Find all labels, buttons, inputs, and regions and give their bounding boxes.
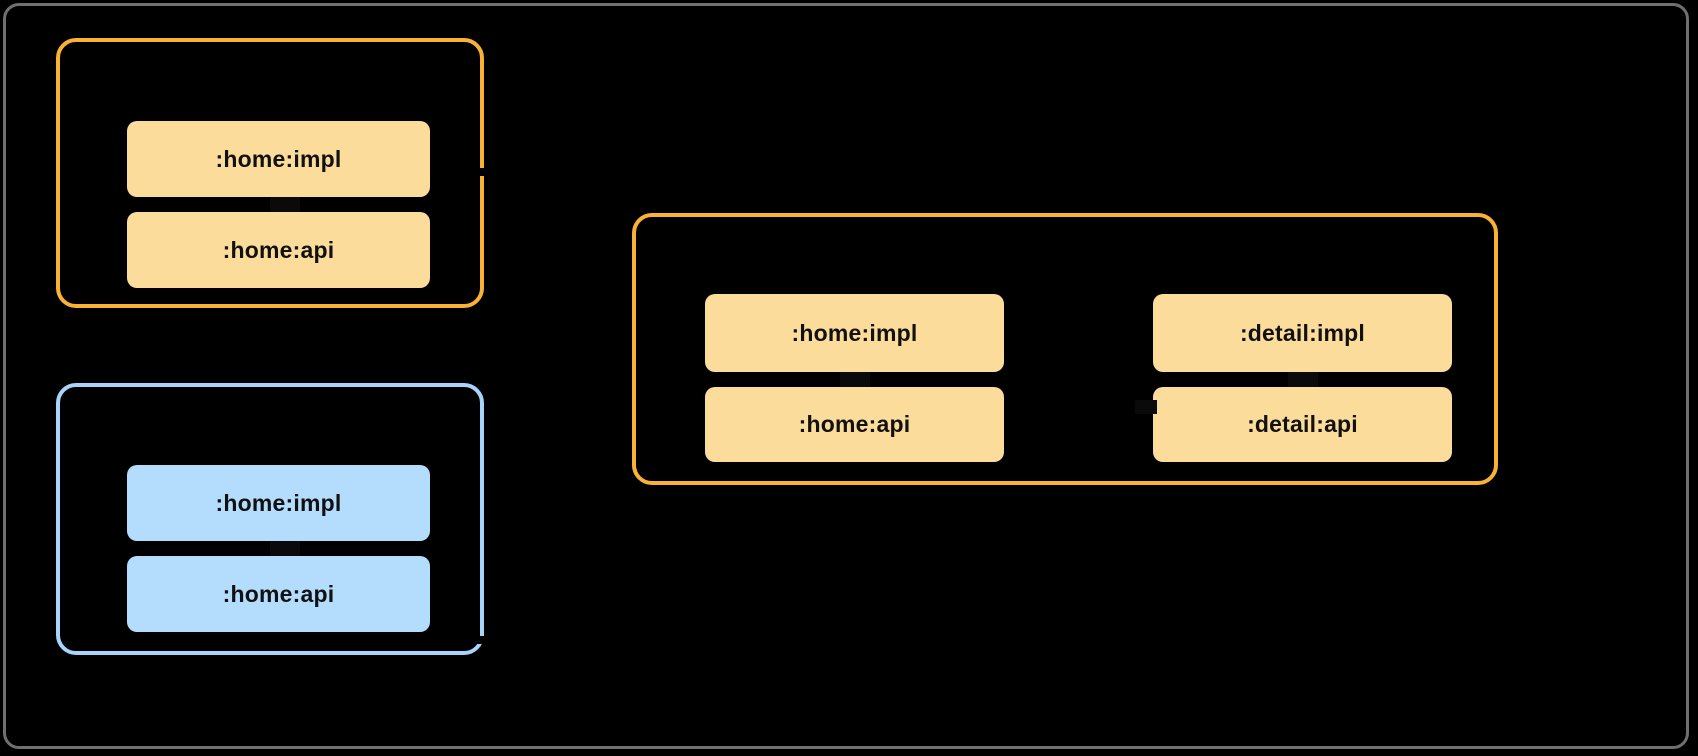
bottom-left-node-connector <box>270 541 300 557</box>
node-home-api-top-left[interactable]: :home:api <box>127 212 430 288</box>
node-detail-api-right[interactable]: :detail:api <box>1153 387 1452 462</box>
top-left-node-connector <box>270 197 300 213</box>
right-group-left-connector <box>1135 400 1157 414</box>
node-home-impl-bottom-left[interactable]: :home:impl <box>127 465 430 541</box>
node-label: :home:impl <box>215 145 342 172</box>
group-right[interactable] <box>632 213 1498 485</box>
node-home-impl-right[interactable]: :home:impl <box>705 294 1004 372</box>
node-label: :detail:api <box>1247 411 1358 437</box>
node-home-impl-top-left[interactable]: :home:impl <box>127 121 430 197</box>
node-label: :home:impl <box>215 489 342 516</box>
node-label: :home:api <box>222 236 335 263</box>
right-detail-node-connector <box>1288 372 1318 388</box>
node-label: :home:impl <box>791 319 918 346</box>
node-label: :detail:impl <box>1239 319 1366 346</box>
node-label: :home:api <box>222 580 335 607</box>
node-home-api-right[interactable]: :home:api <box>705 387 1004 462</box>
bottom-left-group-border-gap <box>476 636 488 644</box>
node-label: :home:api <box>798 411 911 437</box>
top-left-group-border-gap <box>478 168 490 176</box>
right-home-node-connector <box>840 372 870 388</box>
node-detail-impl-right[interactable]: :detail:impl <box>1153 294 1452 372</box>
node-home-api-bottom-left[interactable]: :home:api <box>127 556 430 632</box>
group-bottom-left[interactable] <box>56 383 484 655</box>
